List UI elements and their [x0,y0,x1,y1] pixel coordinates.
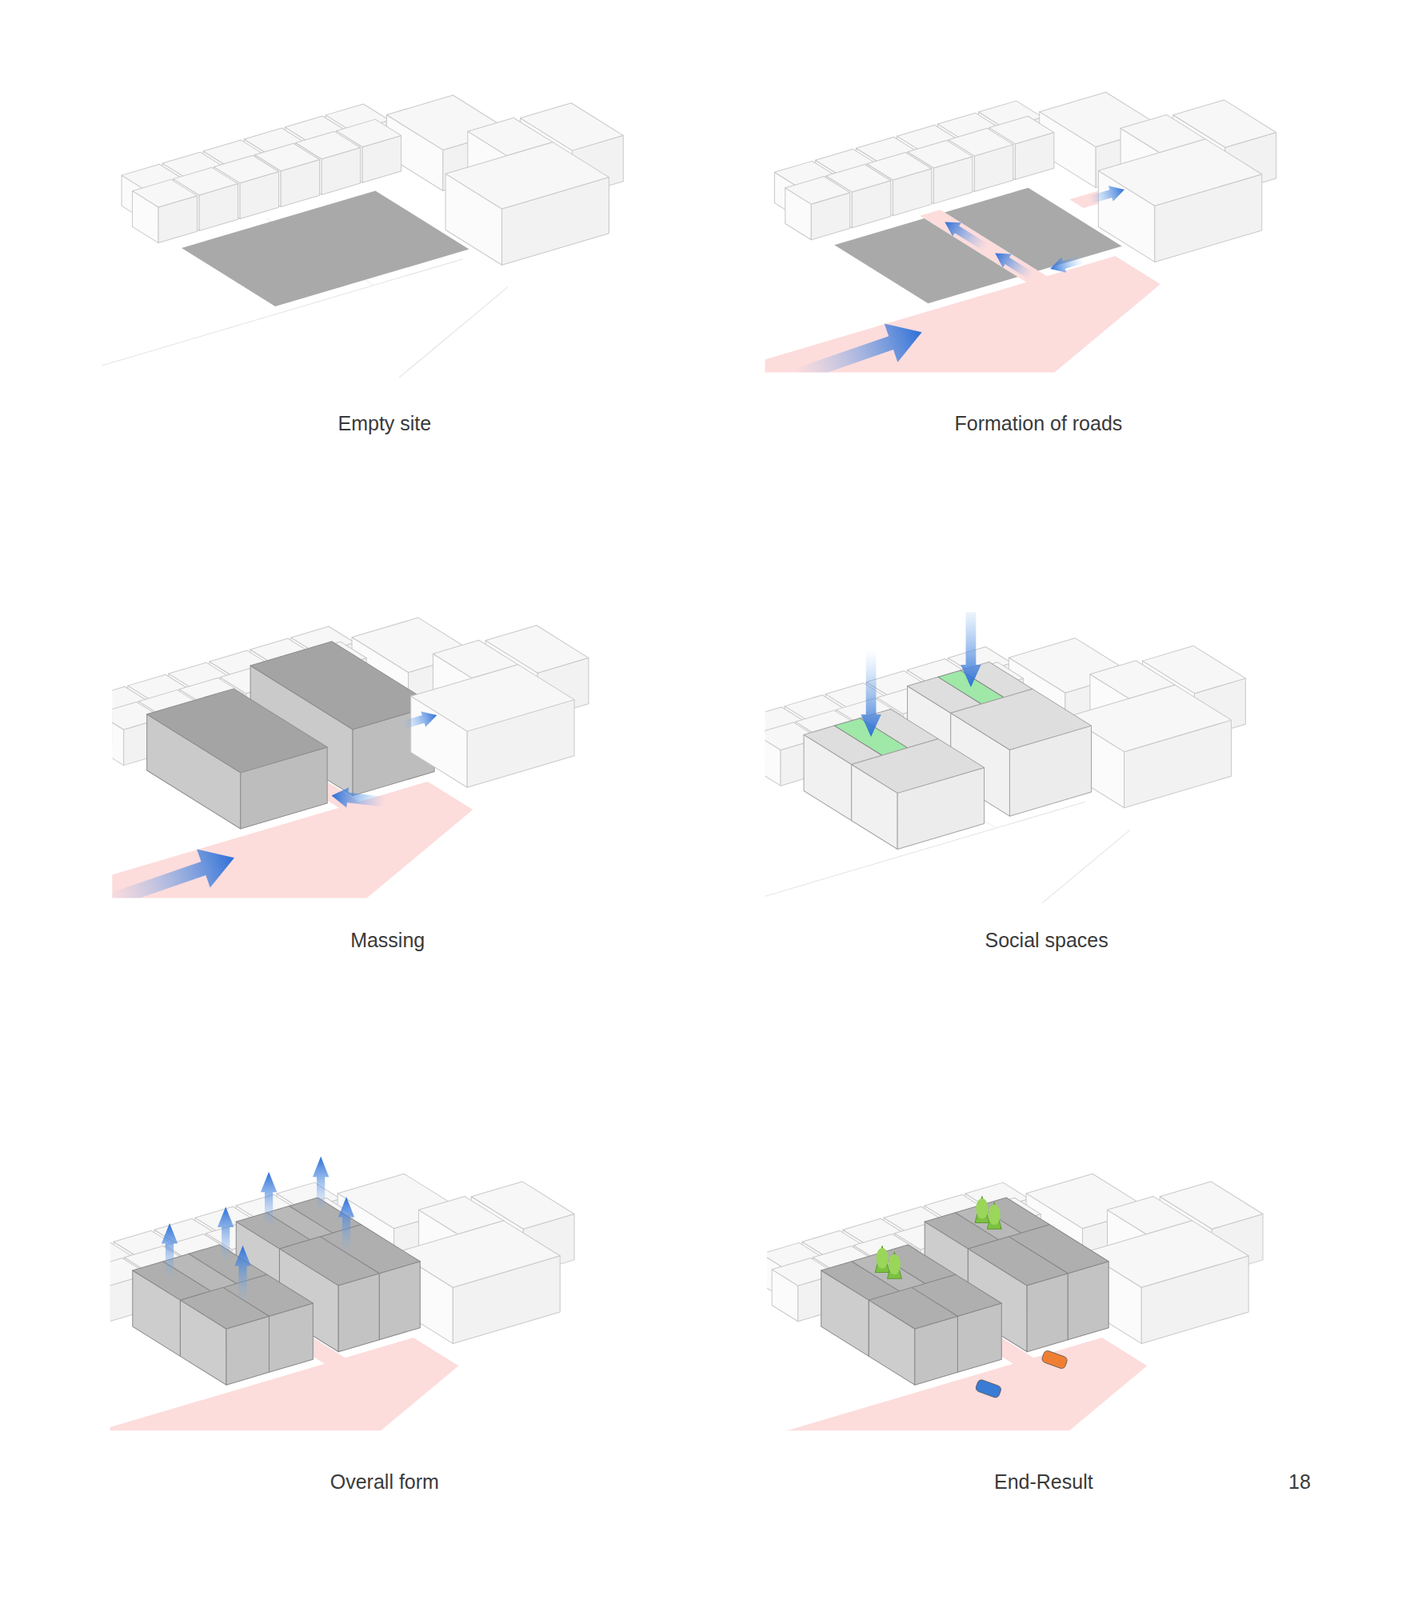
tree [974,1195,990,1223]
building-roof [147,688,328,773]
road-edge-line [137,287,508,378]
building-front [1026,1273,1068,1352]
building-roof [967,1236,1068,1286]
panel-drawing [765,611,1247,903]
panel-drawing [765,91,1277,372]
panel-caption: Empty site [337,411,432,436]
building-roof [868,1286,958,1329]
flow-arrow [944,221,989,252]
flow-arrow [400,711,437,729]
building-roof [396,1220,560,1287]
panel-drawing [111,617,589,898]
panel-drawing [102,95,624,378]
flow-arrow [161,1222,178,1279]
flow-arrow [338,1196,355,1253]
flow-arrow [860,650,882,737]
building-roof [179,1286,269,1329]
page-number: 18 [1288,1469,1311,1493]
building-roof [279,1236,380,1286]
building-roof [445,142,609,209]
building-roof [851,738,985,794]
building-roof [950,688,1092,750]
tree [888,1254,901,1275]
panel-drawing [766,1173,1263,1430]
flow-arrow [111,848,235,898]
tree [874,1245,890,1272]
tree [988,1204,1001,1226]
flow-arrow [331,786,387,807]
panel-caption: Massing [350,927,425,951]
flow-arrow [794,323,923,373]
building-roof [1085,1220,1249,1287]
building-roof [1098,139,1262,206]
building-roof [411,664,575,731]
tree [886,1251,902,1279]
flow-arrow [312,1156,329,1213]
building-roof [131,179,197,208]
building-front [338,1273,380,1352]
building-front [379,1261,420,1340]
building-front [1067,1261,1109,1340]
panel-drawing [110,1156,575,1431]
tree [875,1247,888,1269]
flow-arrow [217,1206,234,1263]
panel-caption: Overall form [330,1469,440,1493]
car [974,1378,1003,1399]
tree [975,1198,988,1219]
flow-arrow [1088,185,1125,204]
flow-arrow [260,1171,277,1228]
building-roof [1067,684,1231,751]
flow-arrow [234,1245,251,1302]
flow-arrow [1050,255,1084,273]
panel-caption: Formation of roads [954,411,1123,436]
flow-arrow [960,611,982,688]
panel-caption: Social spaces [985,927,1109,951]
tree [986,1202,1002,1229]
panel-caption: End-Result [994,1469,1094,1493]
building-roof [785,176,851,205]
road-edge-line [765,830,1131,903]
flow-arrow [994,253,1034,280]
car [1041,1349,1069,1370]
